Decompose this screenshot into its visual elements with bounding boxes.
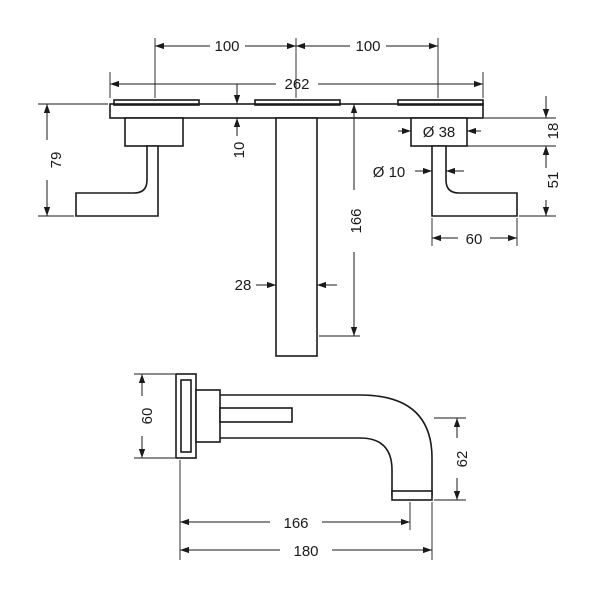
plate-recess-center: [254, 99, 341, 106]
dim-spout-height: 166: [348, 208, 365, 233]
dim-lever-length: 60: [466, 231, 483, 248]
spout-body: [275, 117, 318, 357]
dim-overall-width: 262: [284, 76, 309, 93]
side-spout-curve: [359, 394, 433, 496]
dim-projection-inner: 166: [283, 515, 308, 532]
front-dimensions: 100 100 262 79 10 166 28 Ø 38: [38, 38, 562, 337]
side-spout-inner: [359, 437, 393, 496]
dim-projection-total: 180: [293, 543, 318, 560]
side-view: [175, 373, 433, 501]
dim-lever-height: 51: [545, 172, 562, 189]
plate-recess-right: [397, 99, 484, 106]
right-lever: [431, 145, 518, 217]
dim-lever-diameter: Ø 10: [373, 164, 406, 181]
dim-spacing-right: 100: [355, 38, 380, 55]
side-dimensions: 60 62 166 180: [134, 373, 471, 560]
left-rosette: [124, 117, 184, 147]
dim-spout-width: 28: [235, 277, 252, 294]
side-lever: [219, 407, 293, 423]
dim-spacing-left: 100: [214, 38, 239, 55]
plate-recess-left: [113, 99, 200, 106]
left-lever: [75, 145, 159, 217]
side-plate-inner: [180, 379, 192, 453]
side-plate: [175, 373, 197, 459]
front-view: [75, 99, 518, 357]
dim-plate-height: 79: [48, 152, 65, 169]
dim-side-height: 60: [139, 408, 156, 425]
dim-spout-drop: 62: [454, 451, 471, 468]
side-rosette: [195, 389, 221, 443]
dim-rosette-depth: 18: [545, 123, 562, 140]
side-aerator: [391, 490, 433, 501]
dim-plate-offset: 10: [231, 142, 248, 159]
dim-rosette-diameter: Ø 38: [423, 124, 456, 141]
wall-plate: [109, 103, 484, 119]
